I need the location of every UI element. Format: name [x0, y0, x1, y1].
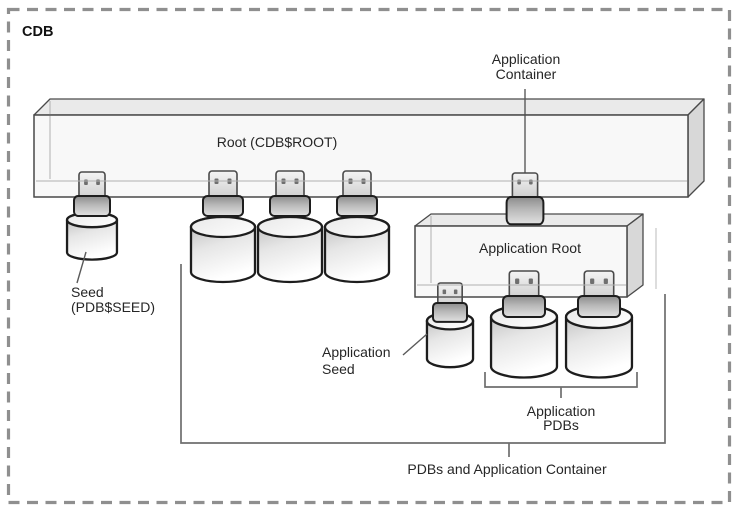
root-bar-label: Root (CDB$ROOT) — [217, 134, 338, 150]
pdb-plug-connector-icon-1 — [202, 195, 244, 217]
application-container-plug-icon — [511, 172, 539, 200]
application-seed-label-line2: Seed — [322, 361, 355, 377]
application-pdbs-label-line2: PDBs — [543, 417, 579, 433]
root-bar-right-face — [687, 98, 705, 198]
seed-label-line2: (PDB$SEED) — [71, 299, 155, 315]
pdb-plug-connector-icon-2 — [269, 195, 311, 217]
application-root-right-face — [626, 213, 644, 298]
application-seed-label-line1: Application — [322, 344, 391, 360]
pdbs-and-application-container-bracket — [180, 264, 666, 444]
application-seed-pointer-line — [402, 333, 428, 356]
application-container-plug-connector-icon — [505, 195, 545, 226]
pdb-plug-connector-icon-3 — [336, 195, 378, 217]
application-seed-plug-connector-icon — [432, 302, 468, 323]
seed-label-line1: Seed — [71, 284, 104, 300]
application-pdbs-label-line1: Application — [527, 403, 596, 419]
pdbs-and-application-container-label: PDBs and Application Container — [407, 461, 607, 477]
application-pdb-plug-connector-icon-1 — [501, 294, 547, 319]
application-container-label-line2: Container — [496, 66, 557, 82]
seed-pointer-line — [76, 251, 87, 284]
cdb-label: CDB — [22, 24, 53, 40]
application-container-label-line1: Application — [492, 51, 561, 67]
root-bar-top-face — [33, 98, 705, 116]
pdb-cylinder-icon-3 — [323, 215, 391, 284]
seed-cylinder-icon — [66, 211, 118, 261]
application-pdb-plug-connector-icon-2 — [576, 294, 622, 319]
application-root-label: Application Root — [479, 240, 581, 256]
cdb-boundary-dashed-border — [6, 7, 732, 505]
root-container-bar — [33, 98, 705, 198]
seed-plug-connector-icon — [73, 195, 111, 217]
pdb-cylinder-icon-1 — [189, 215, 257, 284]
pdb-cylinder-icon-2 — [256, 215, 324, 284]
